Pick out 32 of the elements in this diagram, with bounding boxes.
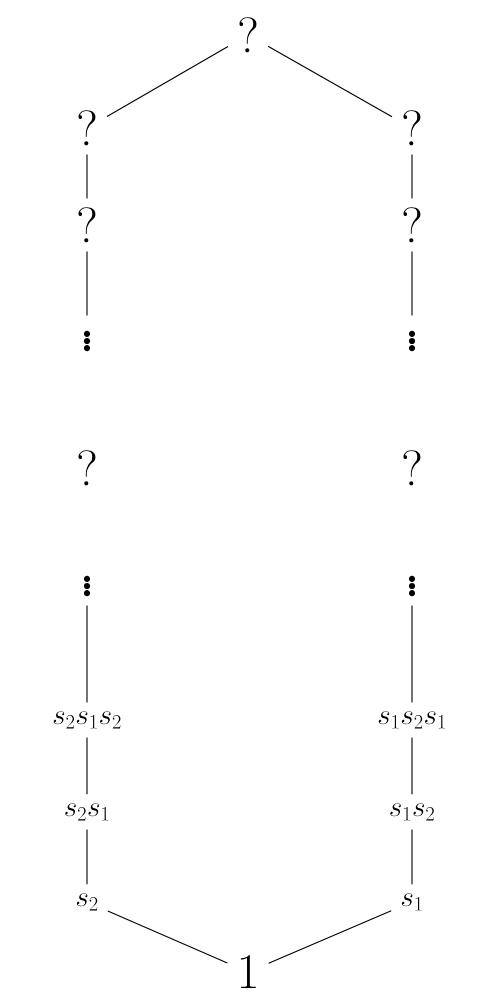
- element-label: $s_1s_2s_1$: [378, 711, 445, 729]
- edge-line: [268, 910, 392, 964]
- vertical-dots: $\vdots$: [83, 575, 91, 597]
- edge-line: [411, 251, 413, 317]
- element-label: $?$: [78, 450, 96, 486]
- element-label: $s_1$: [401, 893, 422, 911]
- element-label: $s_2s_1$: [65, 803, 109, 821]
- edge-line: [106, 46, 229, 117]
- element-label: $s_1s_2$: [390, 803, 434, 821]
- vertical-dots: $\vdots$: [408, 575, 416, 597]
- element-label: $1$: [240, 955, 256, 989]
- element-label: $?$: [403, 110, 421, 146]
- element-label: $?$: [78, 110, 96, 146]
- edge-line: [411, 737, 413, 795]
- edge-line: [86, 829, 88, 885]
- edge-line: [411, 154, 413, 199]
- element-label: $s_2s_1s_2$: [53, 711, 121, 729]
- edge-line: [267, 45, 393, 118]
- element-label: $?$: [239, 17, 257, 53]
- element-label: $s_2$: [76, 893, 98, 911]
- edge-line: [86, 737, 88, 795]
- vertical-dots: $\vdots$: [408, 330, 416, 352]
- edge-line: [86, 251, 88, 317]
- element-label: $?$: [403, 207, 421, 243]
- edge-line: [86, 154, 88, 199]
- element-label: $?$: [403, 450, 421, 486]
- edge-line: [411, 829, 413, 885]
- edge-line: [107, 910, 228, 964]
- element-label: $?$: [78, 207, 96, 243]
- edge-line: [86, 604, 88, 703]
- edge-line: [411, 604, 413, 703]
- vertical-dots: $\vdots$: [83, 330, 91, 352]
